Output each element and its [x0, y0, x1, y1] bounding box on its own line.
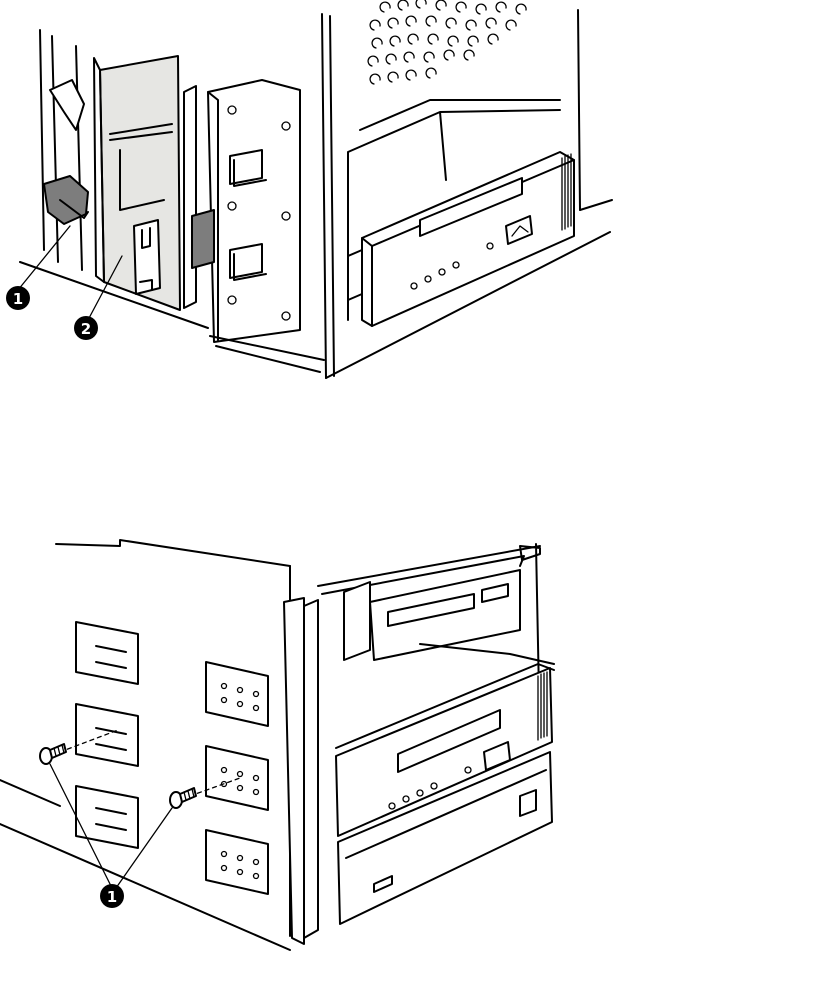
svg-text:1: 1 — [13, 290, 23, 308]
floppy-drive — [344, 570, 520, 660]
figure-top-tape-drive-removal: 1 2 — [6, 0, 612, 378]
callout-top-1: 1 — [6, 286, 30, 310]
latch-slot — [134, 220, 160, 294]
front-rail — [284, 598, 304, 944]
svg-text:1: 1 — [107, 888, 117, 906]
rail-clip — [192, 210, 214, 268]
bracket-left-3 — [76, 786, 138, 848]
chassis-front-edge — [322, 14, 326, 378]
release-latch-panel — [94, 56, 180, 310]
mounting-brackets — [76, 622, 268, 894]
tape-drive-bezel — [362, 152, 574, 326]
svg-text:2: 2 — [81, 320, 91, 338]
figure-bottom-screw-installation: 1 — [0, 540, 554, 950]
callout-top-2: 2 — [74, 316, 98, 340]
screw-right-icon — [170, 788, 196, 808]
tape-drive — [348, 152, 574, 326]
bracket-left-1 — [76, 622, 138, 684]
rail-plate — [208, 80, 300, 342]
bracket-left-2 — [76, 704, 138, 766]
screw-left-icon — [40, 744, 66, 764]
callout-bottom-1: 1 — [100, 884, 124, 908]
chassis-top-edge — [56, 540, 290, 566]
ventilation-holes — [368, 0, 526, 84]
